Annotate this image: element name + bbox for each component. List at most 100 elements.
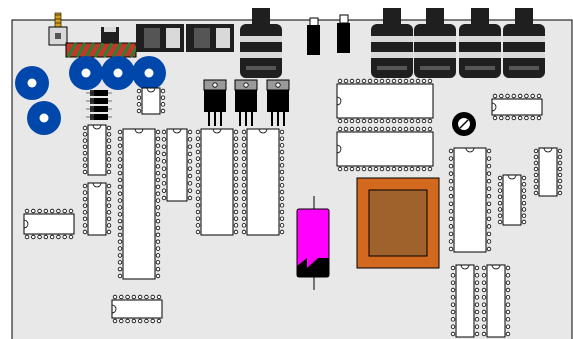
ic-pin xyxy=(499,115,504,121)
ribbon-stripe xyxy=(111,42,123,58)
ic-pin xyxy=(131,318,137,324)
ic-pin xyxy=(233,223,239,228)
ic-pin xyxy=(155,164,161,169)
ic-pin xyxy=(106,190,112,195)
ic-pin xyxy=(187,159,193,164)
ic-u2 xyxy=(82,182,112,236)
ic-body xyxy=(538,147,558,197)
ic-pin xyxy=(367,126,373,132)
ic-pin xyxy=(144,318,149,324)
ic-pin xyxy=(450,265,456,271)
ic-pin xyxy=(195,136,201,141)
ic-pin xyxy=(82,210,88,215)
ic-pin xyxy=(349,126,355,132)
ic-u9 xyxy=(497,174,527,226)
ic-pin xyxy=(450,331,456,337)
ic-pin xyxy=(427,118,433,124)
ic-pin xyxy=(155,260,161,265)
ic-pin xyxy=(195,149,201,155)
ic-pin xyxy=(161,159,167,164)
ic-notch xyxy=(465,147,475,153)
ic-pin xyxy=(403,118,409,124)
ic-notch xyxy=(507,174,517,180)
post-body xyxy=(337,23,350,53)
ic-notch xyxy=(92,182,102,188)
ic-pin xyxy=(187,188,193,193)
ic-pin xyxy=(233,216,239,221)
ic-pin xyxy=(481,273,487,278)
ic-pin xyxy=(521,207,527,212)
ic-pin xyxy=(136,88,142,94)
jack-band xyxy=(503,52,545,58)
ic-pin xyxy=(361,78,367,84)
ic-pin xyxy=(337,78,343,84)
ic-pin xyxy=(187,144,193,149)
ic-pin xyxy=(497,213,503,218)
ic-pin xyxy=(505,302,511,307)
dc-jack-socket xyxy=(144,28,160,48)
ic-pin xyxy=(557,178,563,184)
ic-pin xyxy=(241,176,247,181)
mounting-ring-3 xyxy=(69,56,103,90)
ic-pin xyxy=(474,265,480,271)
ic-pin xyxy=(505,115,510,121)
ic-pin xyxy=(279,169,285,175)
ic-pin xyxy=(233,209,239,215)
ic-pin xyxy=(241,189,247,195)
ic-notch xyxy=(460,264,470,270)
ic-pin xyxy=(233,156,239,161)
ic-pin xyxy=(160,95,166,100)
ic-notch xyxy=(336,96,342,106)
ic-pin xyxy=(421,118,427,124)
ic-pin xyxy=(279,183,285,188)
jack-sleeve xyxy=(383,8,401,24)
ic-pin xyxy=(397,78,403,84)
regulator-1 xyxy=(203,79,227,126)
ic-pin xyxy=(505,93,510,99)
ic-pin xyxy=(448,209,454,214)
ic-pin xyxy=(117,170,123,176)
dc-jack-pin xyxy=(166,28,180,48)
ic-pin xyxy=(68,234,74,240)
ic-pin xyxy=(117,232,123,238)
ic-pin xyxy=(403,166,409,172)
ic-notch xyxy=(111,304,117,314)
ic-u10 xyxy=(533,147,563,197)
jack-band xyxy=(371,36,413,42)
ic-pin xyxy=(82,196,88,202)
ic-pin xyxy=(361,126,367,132)
audio-jack-5 xyxy=(503,8,545,78)
ic-pin xyxy=(62,208,67,214)
ic-pin xyxy=(557,154,563,160)
ic-pin xyxy=(155,198,161,203)
ic-pin xyxy=(279,156,285,161)
ic-pin xyxy=(62,234,67,240)
ic-pin xyxy=(161,151,167,157)
ic-pin xyxy=(448,163,454,169)
ic-pin xyxy=(279,143,285,148)
ic-notch xyxy=(258,128,268,134)
ic-pin xyxy=(155,170,161,176)
ic-pin xyxy=(450,273,456,278)
ic-body xyxy=(166,128,188,202)
ic-pin xyxy=(533,184,539,190)
ic-notch xyxy=(134,128,144,134)
ic-pin xyxy=(533,148,539,154)
ic-pin xyxy=(343,126,349,132)
ic-pin xyxy=(521,200,527,206)
ic-pin xyxy=(241,229,247,235)
ic-pin xyxy=(409,126,415,132)
ribbon-stripe xyxy=(102,42,114,58)
jack-band xyxy=(240,36,282,42)
ic-pin xyxy=(187,151,193,157)
ic-pin xyxy=(233,143,239,148)
regulator-hole xyxy=(212,82,218,88)
ic-pin xyxy=(117,266,123,272)
ic-body xyxy=(455,264,475,338)
ic-pin xyxy=(355,126,361,132)
ic-pin xyxy=(150,294,155,300)
ic-pin xyxy=(106,203,112,208)
ic-pin xyxy=(241,136,247,141)
ic-pin xyxy=(385,78,391,84)
